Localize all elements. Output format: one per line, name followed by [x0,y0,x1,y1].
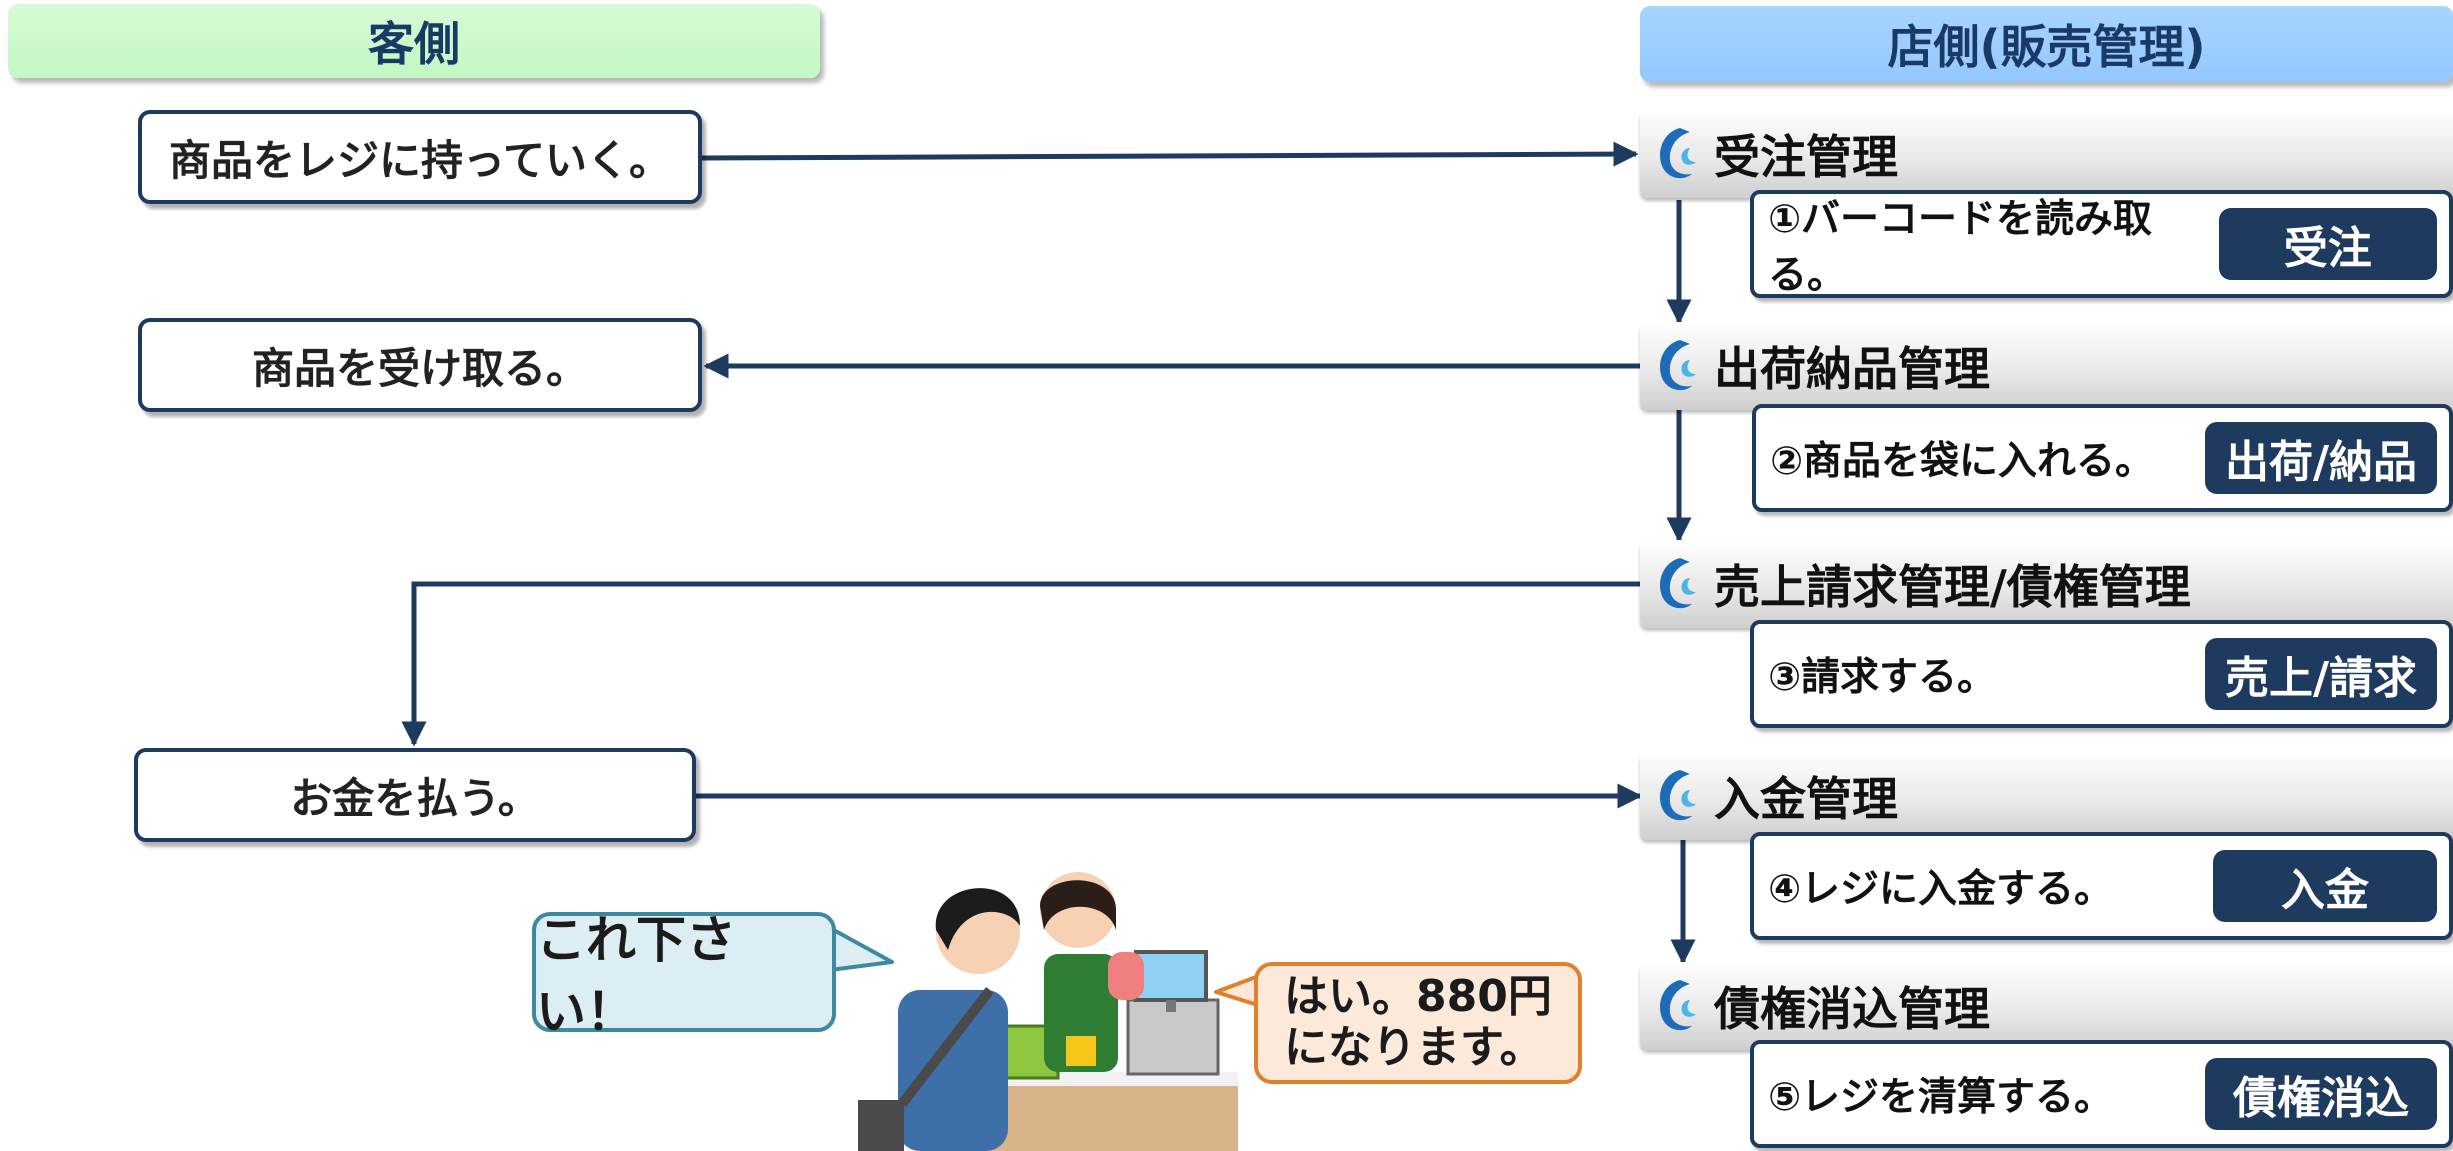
function-button-billing[interactable]: 売上/請求 [2205,638,2437,710]
arrow-bring-to-order [701,141,1639,167]
clerk-speech-bubble: はい。880円 になります。 [1254,962,1582,1084]
step-3-bill: ③請求する。 売上/請求 [1750,620,2453,728]
stage-title: 債権消込管理 [1714,982,1990,1036]
step-text: ⑤レジを清算する。 [1768,1075,2114,1120]
swirl-logo-icon [1660,128,1696,179]
stage-receivable-writeoff-management: 債権消込管理 [1640,962,2453,1050]
step-text: ④レジに入金する。 [1768,867,2114,912]
customer-action-receive-goods: 商品を受け取る。 [138,318,702,412]
customer-side-header: 客側 [8,4,820,78]
step-2-bag-goods: ②商品を袋に入れる。 出荷/納品 [1752,404,2453,512]
step-text: ①バーコードを読み取る。 [1768,197,2153,298]
stage-order-management: 受注管理 [1640,110,2453,198]
clerk-speech-line-2: になります。 [1284,1022,1544,1073]
step-5-settle-register: ⑤レジを清算する。 債権消込 [1750,1040,2453,1148]
swirl-logo-icon [1660,340,1696,391]
stage-title: 出荷納品管理 [1714,342,1990,396]
stage-title: 受注管理 [1714,130,1898,184]
step-text: ③請求する。 [1768,655,1997,700]
stage-title: 入金管理 [1714,772,1898,826]
stage-payment-management: 入金管理 [1640,752,2453,840]
stage-title: 売上請求管理/債権管理 [1714,560,2191,614]
customer-action-bring-goods: 商品をレジに持っていく。 [138,110,702,204]
function-button-order[interactable]: 受注 [2218,208,2437,280]
swirl-logo-icon [1660,980,1696,1031]
store-side-header: 店側(販売管理) [1640,6,2453,82]
swirl-logo-icon [1660,558,1696,609]
customer-action-pay: お金を払う。 [134,748,696,842]
step-4-register-deposit: ④レジに入金する。 入金 [1750,832,2453,940]
customer-speech-tail [824,926,894,972]
step-text: ②商品を袋に入れる。 [1770,439,2155,484]
swirl-logo-icon [1660,770,1696,821]
clerk-speech-line-1: はい。880円 [1284,971,1552,1023]
cashier-scene-illustration [858,872,1238,1151]
function-button-payment[interactable]: 入金 [2213,850,2437,922]
step-1-read-barcode: ①バーコードを読み取る。 受注 [1750,190,2453,298]
stage-billing-receivables-management: 売上請求管理/債権管理 [1640,540,2453,628]
stage-shipping-delivery-management: 出荷納品管理 [1640,322,2453,410]
function-button-writeoff[interactable]: 債権消込 [2205,1058,2437,1130]
function-button-shipping[interactable]: 出荷/納品 [2205,422,2437,494]
customer-speech-bubble: これ下さい！ [532,911,836,1041]
arrow-billing-to-pay [401,581,1640,747]
